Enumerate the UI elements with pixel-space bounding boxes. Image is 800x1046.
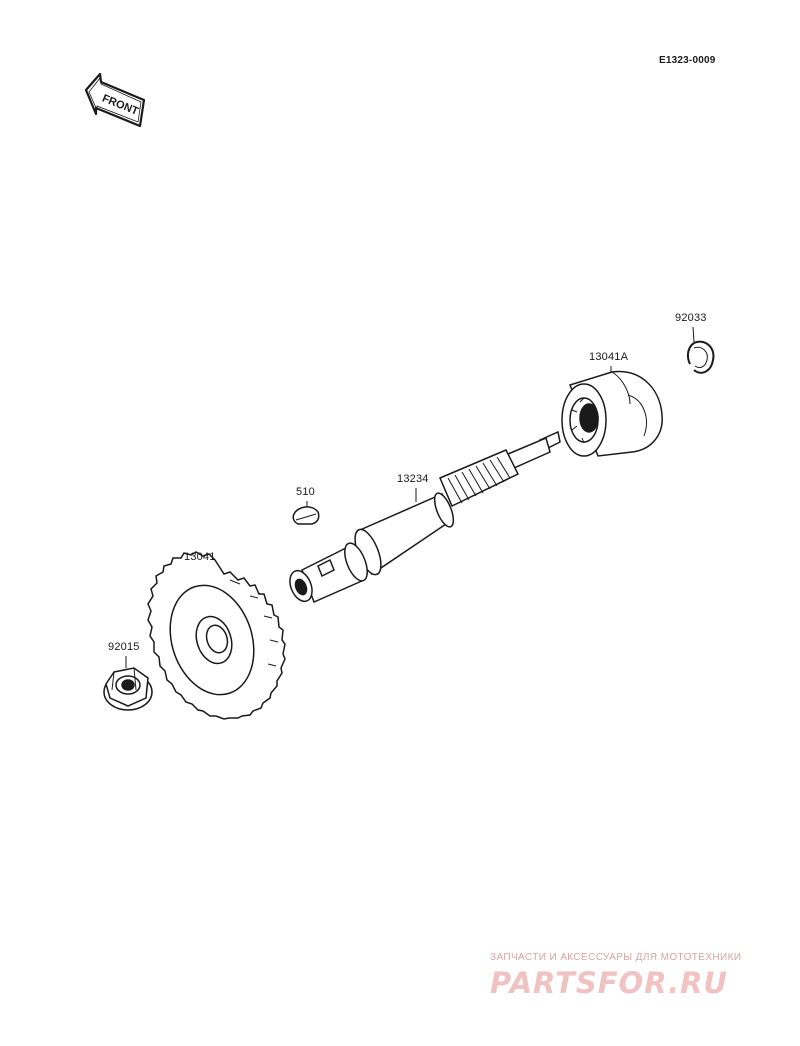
part-label-13041a[interactable]: 13041A <box>589 351 629 363</box>
part-label-13041[interactable]: 13041 <box>184 551 216 563</box>
part-label-13234[interactable]: 13234 <box>397 473 429 485</box>
woodruff-key-icon <box>292 506 320 525</box>
front-arrow-icon: FRONT <box>84 72 146 128</box>
part-label-510[interactable]: 510 <box>296 486 315 498</box>
gear-hub-icon <box>561 370 663 457</box>
watermark-caption: ЗАПЧАСТИ И АКСЕССУАРЫ ДЛЯ МОТОТЕХНИКИ <box>490 952 742 963</box>
flange-nut-icon <box>103 667 153 711</box>
watermark-logo: PARTSFOR.RU <box>490 966 728 1000</box>
part-label-92033[interactable]: 92033 <box>675 312 707 324</box>
shaft-icon <box>289 430 561 604</box>
spur-gear-icon <box>147 551 286 720</box>
circlip-icon <box>686 340 715 374</box>
diagram-reference-code: E1323-0009 <box>659 55 716 66</box>
part-label-92015[interactable]: 92015 <box>108 641 140 653</box>
